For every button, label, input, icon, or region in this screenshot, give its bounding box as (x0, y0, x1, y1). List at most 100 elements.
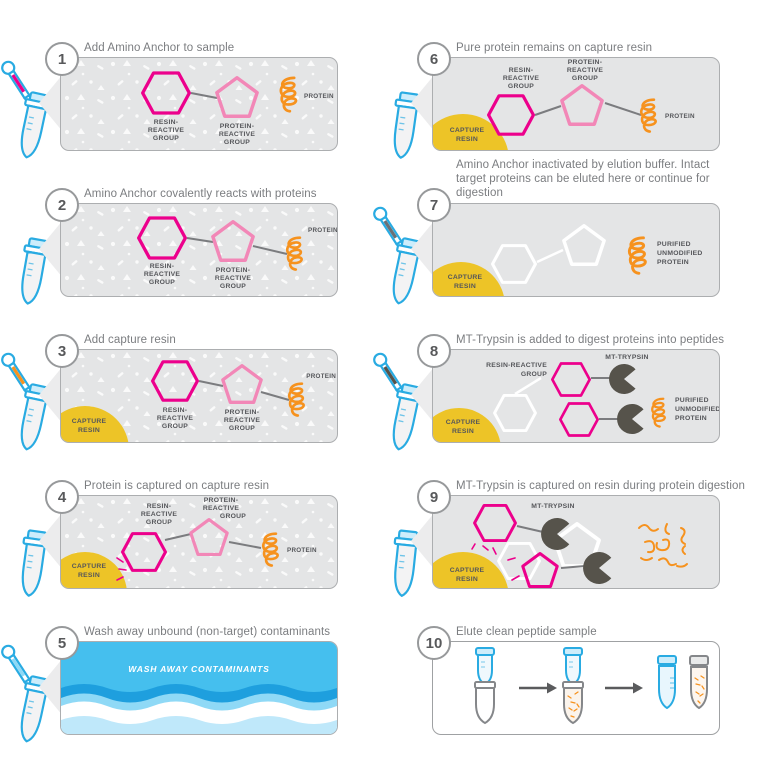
step-number-badge: 5 (45, 626, 79, 660)
peptides-icon (638, 523, 688, 568)
svg-text:RESIN: RESIN (78, 572, 100, 579)
projection-wedge (39, 512, 63, 570)
svg-text:GROUP: GROUP (229, 425, 255, 432)
svg-text:RESIN-: RESIN- (154, 119, 179, 126)
step-10: Elute clean peptide sample 10 (378, 608, 734, 754)
spin-column-assembly-icon (562, 647, 584, 725)
step-5: Wash away unbound (non-target) contamina… (0, 608, 352, 754)
step-number-badge: 8 (417, 334, 451, 368)
step-3: Add capture resin 3 CAPTURE (0, 316, 352, 462)
svg-text:PROTEIN: PROTEIN (304, 93, 334, 100)
wash-waves: WASH AWAY CONTAMINANTS (61, 642, 337, 734)
tube-pipette-icon (370, 204, 426, 308)
step-number-badge: 10 (417, 626, 451, 660)
step-1: Add Amino Anchor to sample 1 RESIN- REAC… (0, 24, 352, 170)
svg-text:CAPTURE: CAPTURE (72, 563, 107, 570)
svg-text:GROUP: GROUP (220, 283, 246, 290)
step-title: Wash away unbound (non-target) contamina… (84, 626, 331, 638)
svg-text:REACTIVE: REACTIVE (144, 271, 181, 278)
svg-text:PROTEIN: PROTEIN (306, 373, 336, 380)
step-number-badge: 9 (417, 480, 451, 514)
capture-resin-icon (433, 262, 504, 296)
step-2-panel: RESIN- REACTIVE GROUP PROTEIN- REACTIVE … (60, 203, 338, 297)
svg-text:REACTIVE: REACTIVE (203, 505, 240, 512)
projection-wedge (411, 512, 435, 570)
svg-text:RESIN: RESIN (456, 136, 478, 143)
svg-text:CAPTURE: CAPTURE (450, 567, 485, 574)
svg-text:RESIN-: RESIN- (509, 67, 534, 74)
sample-speckles (61, 58, 337, 150)
svg-text:PURIFIED: PURIFIED (675, 397, 709, 404)
svg-text:RESIN: RESIN (78, 427, 100, 434)
step-7: Amino Anchor inactivated by elution buff… (370, 158, 734, 316)
projection-wedge (411, 220, 435, 278)
step-title: Amino Anchor inactivated by elution buff… (456, 158, 710, 199)
right-column: Pure protein remains on capture resin 6 … (370, 24, 745, 764)
svg-text:PROTEIN: PROTEIN (657, 259, 689, 266)
trypsin-icon (583, 552, 612, 584)
step-title: MT-Trypsin is added to digest proteins i… (456, 334, 725, 346)
step-5-panel: WASH AWAY CONTAMINANTS (60, 641, 338, 735)
svg-text:PROTEIN: PROTEIN (675, 415, 707, 422)
inactivated-hexagon-icon (493, 393, 537, 433)
svg-text:GROUP: GROUP (521, 371, 547, 378)
svg-text:GROUP: GROUP (224, 139, 250, 146)
step-7-tube-zone (370, 170, 432, 316)
svg-text:GROUP: GROUP (508, 83, 534, 90)
capture-resin-icon (61, 552, 127, 588)
svg-text:RESIN: RESIN (452, 428, 474, 435)
step-5-tube-zone (0, 608, 60, 754)
svg-text:RESIN-: RESIN- (163, 407, 188, 414)
svg-text:REACTIVE: REACTIVE (141, 511, 178, 518)
svg-text:PROTEIN-: PROTEIN- (225, 409, 259, 416)
svg-text:REACTIVE: REACTIVE (567, 67, 604, 74)
step-title: Add Amino Anchor to sample (84, 42, 235, 54)
trypsin-icon (617, 404, 644, 434)
step-9: MT-Trypsin is captured on resin during p… (378, 462, 745, 608)
tube-pipette-icon (0, 642, 54, 746)
step-7-panel: CAPTURE RESIN PURIFIED UNMODIFIED PROTEI… (432, 203, 720, 297)
step-title: Pure protein remains on capture resin (456, 42, 653, 54)
svg-text:UNMODIFIED: UNMODIFIED (657, 250, 703, 257)
step-number-badge: 2 (45, 188, 79, 222)
projection-wedge (39, 366, 63, 424)
svg-text:REACTIVE: REACTIVE (215, 275, 252, 282)
binding-ticks (116, 557, 127, 581)
protein-reactive-pentagon-icon (560, 83, 604, 127)
svg-text:PROTEIN-: PROTEIN- (568, 59, 602, 66)
svg-text:MT-TRYPSIN: MT-TRYPSIN (531, 503, 574, 510)
svg-text:WASH AWAY CONTAMINANTS: WASH AWAY CONTAMINANTS (128, 664, 269, 674)
step-number-badge: 1 (45, 42, 79, 76)
capture-resin-icon (61, 406, 129, 442)
step-1-panel: RESIN- REACTIVE GROUP PROTEIN- REACTIVE … (60, 57, 338, 151)
step-10-panel (432, 641, 720, 735)
step-title: Amino Anchor covalently reacts with prot… (84, 188, 317, 200)
svg-text:PROTEIN: PROTEIN (665, 113, 695, 120)
arrow-icon (605, 682, 643, 694)
eluted-tube-icon (657, 655, 677, 710)
svg-text:RESIN-: RESIN- (147, 503, 172, 510)
svg-text:REACTIVE: REACTIVE (503, 75, 540, 82)
projection-wedge (411, 74, 435, 132)
step-6-panel: CAPTURE RESIN RESIN- REACTIVE GROUP PROT… (432, 57, 720, 151)
svg-text:REACTIVE: REACTIVE (157, 415, 194, 422)
capture-resin-icon (433, 114, 508, 150)
step-number-badge: 7 (417, 188, 451, 222)
binding-ticks (471, 543, 497, 555)
step-8-panel: CAPTURE RESIN RESIN-REACTIVE GROUP MT-TR… (432, 349, 720, 443)
svg-text:CAPTURE: CAPTURE (450, 127, 485, 134)
projection-wedge (39, 74, 63, 132)
trypsin-icon (609, 364, 636, 394)
svg-text:GROUP: GROUP (162, 423, 188, 430)
resin-reactive-hexagon-icon (558, 402, 600, 437)
svg-text:GROUP: GROUP (146, 519, 172, 526)
capture-resin-icon (433, 552, 508, 588)
resin-reactive-hexagon-icon (550, 362, 592, 397)
protein-coil-icon (639, 98, 657, 133)
svg-text:GROUP: GROUP (153, 135, 179, 142)
projection-wedge (39, 658, 63, 716)
svg-text:GROUP: GROUP (572, 75, 598, 82)
peptides-icon (694, 675, 705, 704)
svg-text:CAPTURE: CAPTURE (446, 419, 481, 426)
